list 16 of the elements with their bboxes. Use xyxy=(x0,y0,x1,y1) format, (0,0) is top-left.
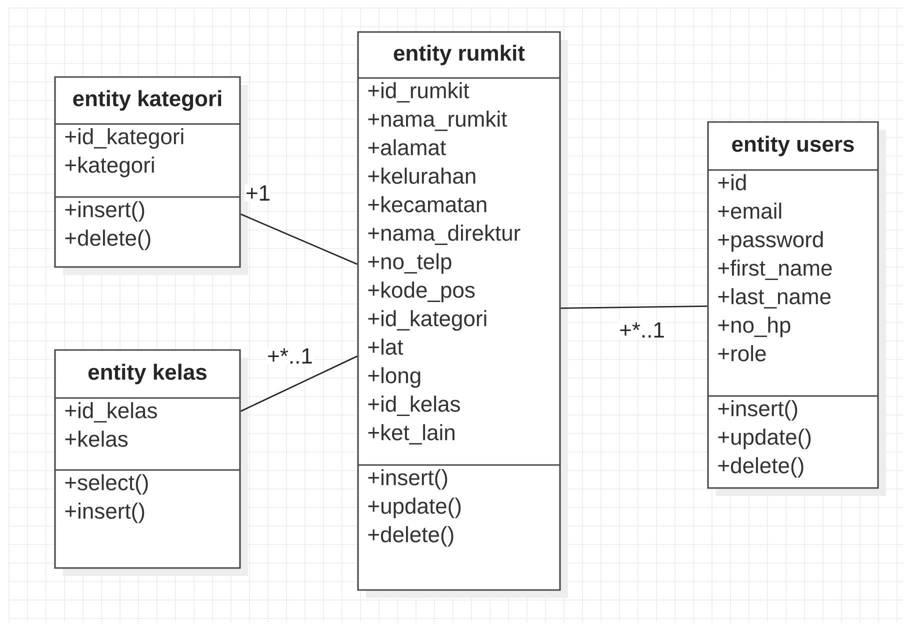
class-box: entity users +id +email +password +first_name +last_name +no_hp +role +insert() +update() +delete() xyxy=(707,121,886,496)
node-label: +id_kelas +kelas xyxy=(65,402,157,447)
multiplicity-label: +*..1 xyxy=(266,347,314,365)
class-box: entity kategori +id_kategori +kategori +insert() +delete() xyxy=(54,76,248,275)
association-line xyxy=(240,214,358,265)
association-line xyxy=(560,306,708,309)
node-label: +id_kategori +kategori xyxy=(65,128,184,178)
multiplicity-label: +*..1 xyxy=(618,321,666,339)
node-label: +insert() +delete() xyxy=(65,201,150,250)
class-box: entity kelas +id_kelas +kelas +select() +insert() xyxy=(54,349,248,576)
multiplicity-label: +1 xyxy=(244,184,272,202)
node-label: +select() +insert() xyxy=(65,474,148,524)
node-label: entity kelas xyxy=(88,364,207,384)
association-line xyxy=(240,356,358,412)
node-label: entity kategori xyxy=(73,90,222,111)
class-box: entity rumkit +id_rumkit +nama_rumkit +alamat +kelurahan +kecamatan +nama_direktur +no_telp +kode_pos +id_kategori +lat +long +id_kelas +ket_lain +insert() +update() +delete() xyxy=(357,31,568,598)
